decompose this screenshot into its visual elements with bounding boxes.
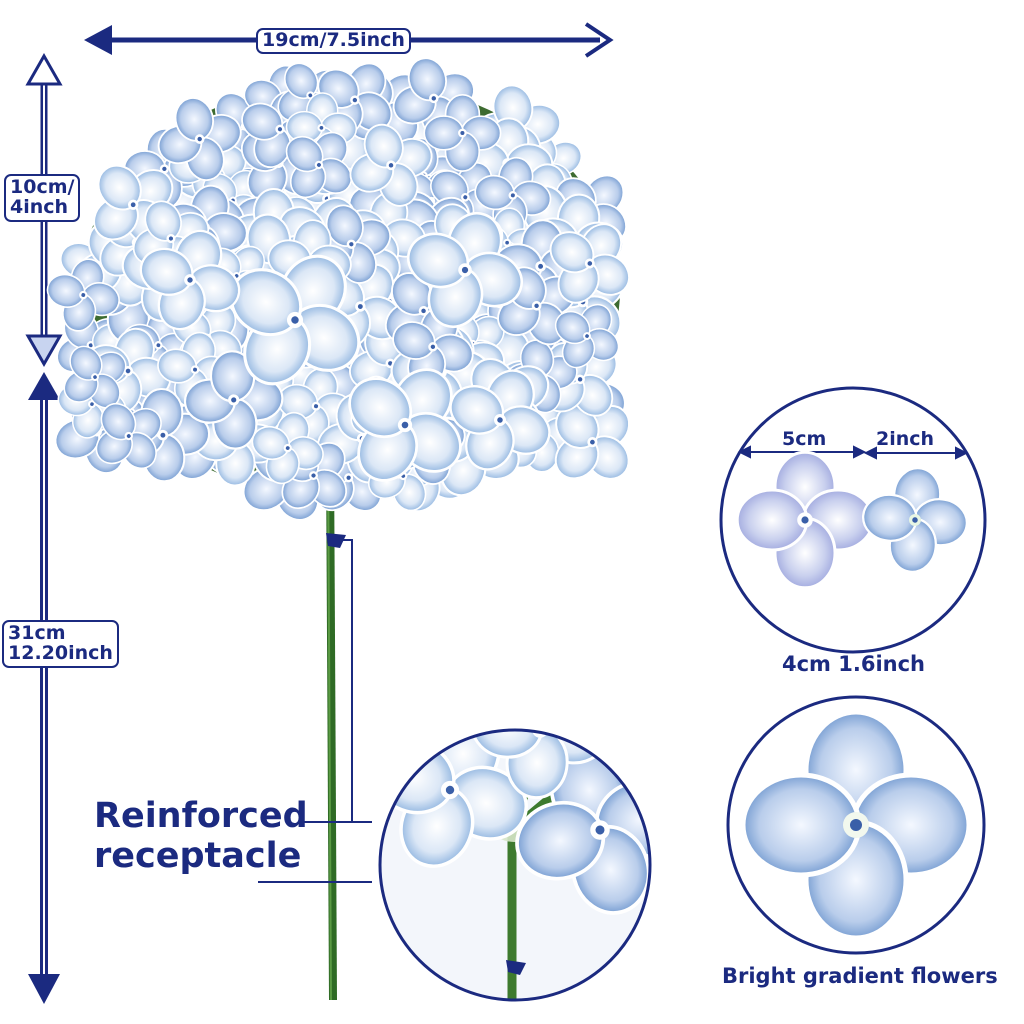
stem-length-label: 31cm 12.20inch bbox=[2, 620, 119, 668]
small-floret bbox=[861, 466, 969, 574]
small-floret-size-label: 2inch bbox=[876, 428, 935, 450]
head-height-line1: 10cm/ bbox=[10, 176, 75, 198]
large-floret-size-label: 5cm bbox=[782, 428, 827, 450]
reinforced-line2: receptacle bbox=[94, 836, 302, 876]
width-label: 19cm/7.5inch bbox=[256, 28, 411, 54]
size-arrow-small bbox=[863, 446, 969, 460]
reinforced-receptacle-label: Reinforced receptacle bbox=[94, 796, 308, 876]
floret-size-caption: 4cm 1.6inch bbox=[782, 652, 926, 676]
gradient-flower-circle bbox=[726, 695, 986, 955]
stem-length-arrow bbox=[28, 372, 60, 1004]
hydrangea-head bbox=[46, 57, 631, 521]
stem-length-line2: 12.20inch bbox=[8, 641, 113, 664]
head-height-line2: 4inch bbox=[10, 195, 69, 218]
receptacle-callout-lines bbox=[258, 539, 372, 883]
gradient-floret bbox=[740, 709, 972, 941]
gradient-flowers-caption: Bright gradient flowers bbox=[722, 964, 998, 988]
floret-size-circle bbox=[719, 386, 987, 654]
large-floret bbox=[735, 450, 875, 590]
receptacle-zoom-circle bbox=[378, 728, 652, 1002]
reinforced-line1: Reinforced bbox=[94, 796, 308, 836]
receptacle-clip bbox=[326, 533, 346, 548]
stem-length-line1: 31cm bbox=[8, 622, 66, 644]
head-height-label: 10cm/ 4inch bbox=[4, 174, 81, 222]
flower-stem bbox=[326, 454, 346, 1001]
